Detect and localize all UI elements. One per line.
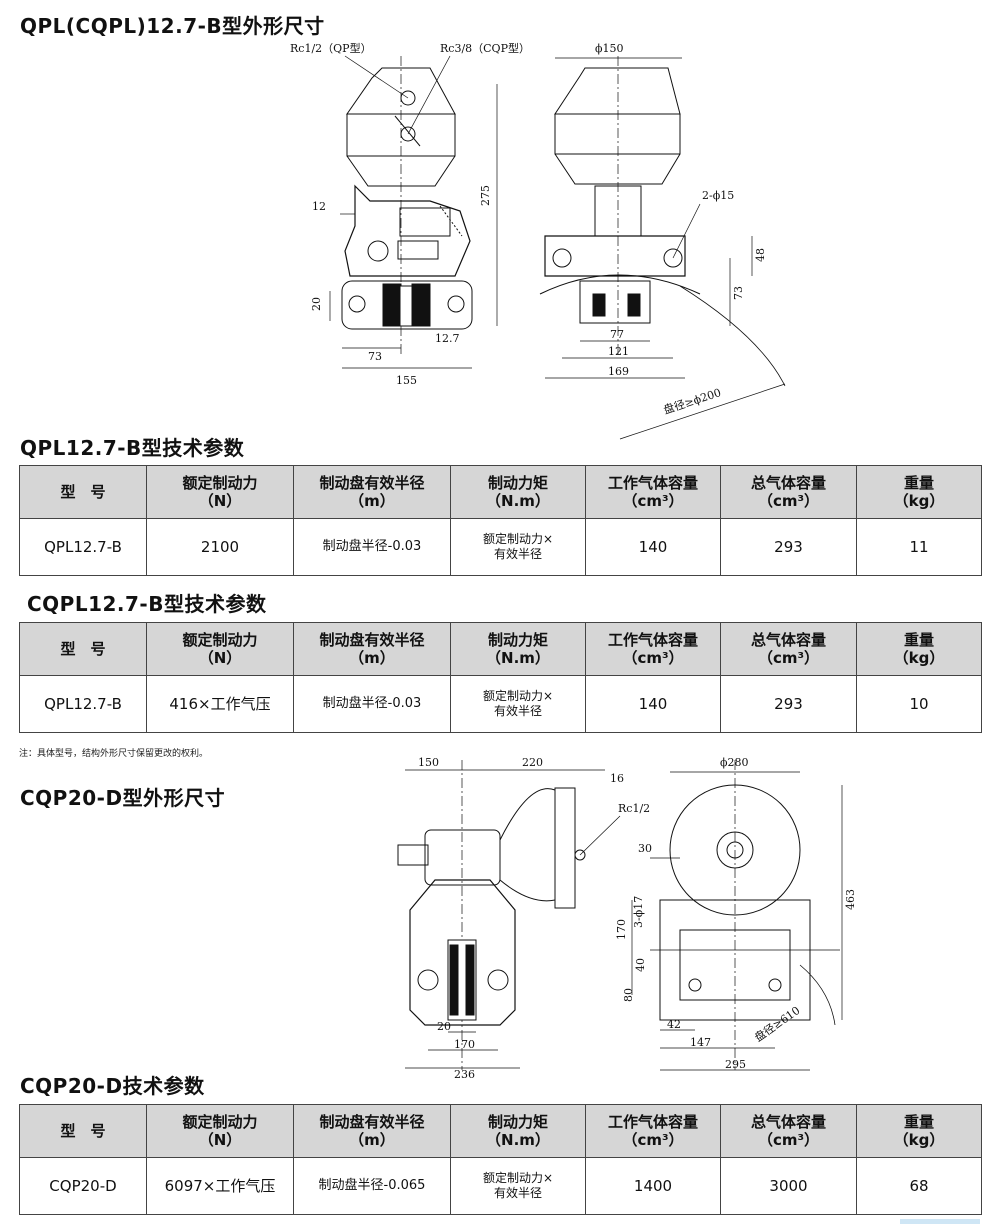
cell-model: QPL12.7-B bbox=[19, 675, 147, 733]
header-rated-force: 额定制动力（N） bbox=[146, 622, 294, 676]
cqpl-table-title: CQPL12.7-B型技术参数 bbox=[27, 592, 267, 616]
table-row: CQP20-D 6097×工作气压 制动盘半径-0.065 额定制动力×有效半径… bbox=[19, 1157, 982, 1215]
dim-phi280: ϕ280 bbox=[720, 756, 749, 769]
cell-total-volume: 293 bbox=[720, 675, 857, 733]
footnote: 注：具体型号，结构外形尺寸保留更改的权利。 bbox=[19, 749, 209, 759]
qpl-outline-drawing: 275 12 20 12.7 73 155 Rc1/2（QP型） Rc3/8（C… bbox=[290, 36, 800, 446]
cell-model: QPL12.7-B bbox=[19, 518, 147, 576]
header-weight: 重量（kg） bbox=[856, 465, 982, 519]
dim-16: 16 bbox=[610, 772, 624, 785]
header-work-volume: 工作气体容量（cm³） bbox=[585, 622, 721, 676]
dim-12-7: 12.7 bbox=[435, 332, 460, 345]
label-disc-610: 盘径≥610 bbox=[752, 1003, 803, 1044]
dim-295: 295 bbox=[725, 1058, 746, 1071]
dim-phi150: ϕ150 bbox=[595, 42, 624, 55]
header-work-volume: 工作气体容量（cm³） bbox=[585, 1104, 721, 1158]
dim-220: 220 bbox=[522, 756, 543, 769]
dim-77: 77 bbox=[610, 328, 624, 341]
cell-model: CQP20-D bbox=[19, 1157, 147, 1215]
cell-work-volume: 140 bbox=[585, 518, 721, 576]
dim-73-front: 73 bbox=[368, 350, 382, 363]
table-row: QPL12.7-B 2100 制动盘半径-0.03 额定制动力×有效半径 140… bbox=[19, 518, 982, 576]
dim-121: 121 bbox=[608, 345, 629, 358]
qpl-outline-title: QPL(CQPL)12.7-B型外形尺寸 bbox=[20, 14, 325, 38]
table-header-row: 型 号 额定制动力（N） 制动盘有效半径（m） 制动力矩（N.m） 工作气体容量… bbox=[19, 622, 982, 676]
cell-weight: 11 bbox=[856, 518, 982, 576]
dim-169: 169 bbox=[608, 365, 629, 378]
cell-weight: 10 bbox=[856, 675, 982, 733]
cell-rated-force: 2100 bbox=[146, 518, 294, 576]
header-work-volume: 工作气体容量（cm³） bbox=[585, 465, 721, 519]
cell-torque: 额定制动力×有效半径 bbox=[450, 675, 586, 733]
qpl-params-table: 型 号 额定制动力（N） 制动盘有效半径（m） 制动力矩（N.m） 工作气体容量… bbox=[19, 465, 982, 576]
label-rc12-cqp: Rc1/2 bbox=[618, 802, 650, 815]
dim-20-cqp: 20 bbox=[437, 1020, 451, 1033]
header-radius: 制动盘有效半径（m） bbox=[293, 1104, 451, 1158]
header-total-volume: 总气体容量（cm³） bbox=[720, 622, 857, 676]
cqp-params-table: 型 号 额定制动力（N） 制动盘有效半径（m） 制动力矩（N.m） 工作气体容量… bbox=[19, 1104, 982, 1215]
dim-170-side: 170 bbox=[615, 919, 628, 940]
dim-42: 42 bbox=[667, 1018, 681, 1031]
cell-total-volume: 3000 bbox=[720, 1157, 857, 1215]
dim-20: 20 bbox=[310, 297, 323, 311]
table-row: QPL12.7-B 416×工作气压 制动盘半径-0.03 额定制动力×有效半径… bbox=[19, 675, 982, 733]
cell-rated-force: 416×工作气压 bbox=[146, 675, 294, 733]
header-torque: 制动力矩（N.m） bbox=[450, 465, 586, 519]
table-header-row: 型 号 额定制动力（N） 制动盘有效半径（m） 制动力矩（N.m） 工作气体容量… bbox=[19, 465, 982, 519]
dim-2-phi15: 2-ϕ15 bbox=[702, 189, 734, 202]
header-radius: 制动盘有效半径（m） bbox=[293, 622, 451, 676]
header-torque: 制动力矩（N.m） bbox=[450, 622, 586, 676]
label-rc12: Rc1/2（QP型） bbox=[290, 41, 372, 55]
cell-total-volume: 293 bbox=[720, 518, 857, 576]
cell-radius: 制动盘半径-0.03 bbox=[293, 675, 451, 733]
label-rc38: Rc3/8（CQP型） bbox=[440, 41, 530, 55]
dim-463: 463 bbox=[844, 889, 857, 910]
cqp-outline-drawing: 150 220 16 Rc1/2 20 170 236 ϕ280 30 3-ϕ1… bbox=[380, 750, 860, 1086]
dim-147: 147 bbox=[690, 1036, 711, 1049]
header-model: 型 号 bbox=[19, 465, 147, 519]
qpl-table-title: QPL12.7-B型技术参数 bbox=[20, 436, 245, 460]
dim-3-phi17: 3-ϕ17 bbox=[632, 896, 645, 928]
cell-weight: 68 bbox=[856, 1157, 982, 1215]
header-rated-force: 额定制动力（N） bbox=[146, 465, 294, 519]
dim-155: 155 bbox=[396, 374, 417, 387]
cell-radius: 制动盘半径-0.03 bbox=[293, 518, 451, 576]
header-torque: 制动力矩（N.m） bbox=[450, 1104, 586, 1158]
header-total-volume: 总气体容量（cm³） bbox=[720, 465, 857, 519]
label-disc-200: 盘径≥ϕ200 bbox=[662, 385, 723, 417]
header-rated-force: 额定制动力（N） bbox=[146, 1104, 294, 1158]
header-model: 型 号 bbox=[19, 622, 147, 676]
page-corner-tab bbox=[900, 1219, 980, 1224]
cell-work-volume: 140 bbox=[585, 675, 721, 733]
dim-30: 30 bbox=[638, 842, 652, 855]
header-radius: 制动盘有效半径（m） bbox=[293, 465, 451, 519]
dim-275: 275 bbox=[479, 185, 492, 206]
cell-radius: 制动盘半径-0.065 bbox=[293, 1157, 451, 1215]
cell-work-volume: 1400 bbox=[585, 1157, 721, 1215]
cell-torque: 额定制动力×有效半径 bbox=[450, 1157, 586, 1215]
header-weight: 重量（kg） bbox=[856, 622, 982, 676]
cell-rated-force: 6097×工作气压 bbox=[146, 1157, 294, 1215]
dim-170-bottom: 170 bbox=[454, 1038, 475, 1051]
dim-236: 236 bbox=[454, 1068, 475, 1081]
header-model: 型 号 bbox=[19, 1104, 147, 1158]
header-total-volume: 总气体容量（cm³） bbox=[720, 1104, 857, 1158]
dim-12: 12 bbox=[312, 200, 326, 213]
cqp-outline-title: CQP20-D型外形尺寸 bbox=[20, 786, 226, 810]
dim-48: 48 bbox=[754, 248, 767, 262]
dim-73-side: 73 bbox=[732, 286, 745, 300]
cell-torque: 额定制动力×有效半径 bbox=[450, 518, 586, 576]
dim-40: 40 bbox=[634, 958, 647, 972]
cqp-table-title: CQP20-D技术参数 bbox=[20, 1074, 205, 1098]
dim-80: 80 bbox=[622, 988, 635, 1002]
cqpl-params-table: 型 号 额定制动力（N） 制动盘有效半径（m） 制动力矩（N.m） 工作气体容量… bbox=[19, 622, 982, 733]
table-header-row: 型 号 额定制动力（N） 制动盘有效半径（m） 制动力矩（N.m） 工作气体容量… bbox=[19, 1104, 982, 1158]
dim-150: 150 bbox=[418, 756, 439, 769]
header-weight: 重量（kg） bbox=[856, 1104, 982, 1158]
